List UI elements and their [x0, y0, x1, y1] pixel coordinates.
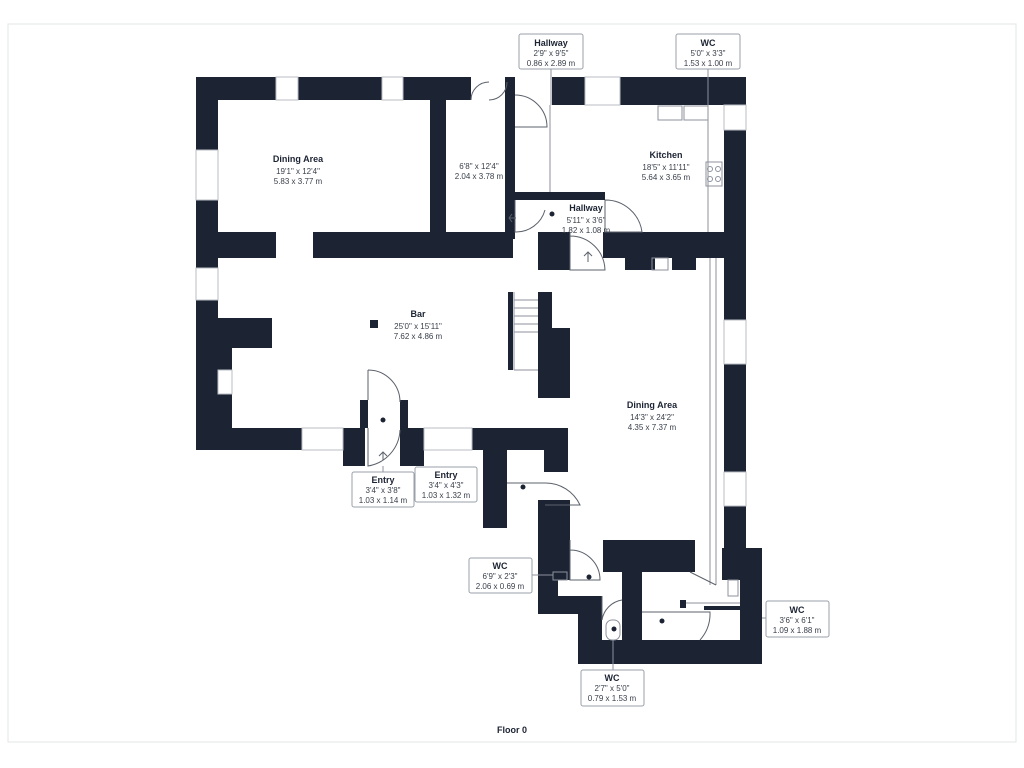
room-dim-imperial-bar: 25'0" x 15'11"	[394, 322, 442, 331]
callout-dim-metric-entry-1: 1.03 x 1.14 m	[359, 496, 408, 505]
callout-name-entry-2: Entry	[434, 470, 457, 480]
callout-name-wc-bottom: WC	[605, 673, 620, 683]
callout-name-wc-right: WC	[790, 605, 805, 615]
doors	[367, 81, 717, 641]
callout-dim-metric-wc-left: 2.06 x 0.69 m	[476, 582, 525, 591]
room-name-dining-right: Dining Area	[627, 400, 678, 410]
room-name-kitchen: Kitchen	[649, 150, 682, 160]
callout-dim-imperial-wc-right: 3'6" x 6'1"	[780, 616, 815, 625]
callout-dim-imperial-entry-1: 3'4" x 3'8"	[366, 486, 401, 495]
room-dim-imperial-hallway-inner: 5'11" x 3'6"	[567, 216, 606, 225]
callout-wc-bottom	[580, 669, 645, 707]
callout-entry-2	[414, 466, 478, 503]
callout-dim-imperial-entry-2: 3'4" x 4'3"	[429, 481, 464, 490]
callout-wc-left	[468, 557, 533, 594]
callout-dim-metric-wc-top: 1.53 x 1.00 m	[684, 59, 733, 68]
callout-dim-imperial-hallway-top: 2'9" x 9'5"	[534, 49, 569, 58]
sink-icon	[727, 579, 739, 597]
room-dim-metric-bar: 7.62 x 4.86 m	[394, 332, 443, 341]
callout-entry-1	[351, 471, 415, 508]
callout-dim-imperial-wc-left: 6'9" x 2'3"	[483, 572, 518, 581]
room-name-hallway-inner: Hallway	[569, 203, 603, 213]
callout-dim-metric-wc-bottom: 0.79 x 1.53 m	[588, 694, 637, 703]
room-dim-imperial-dining-left: 19'1" x 12'4"	[276, 167, 320, 176]
callouts: Hallway 2'9" x 9'5" 0.86 x 2.89 m WC 5'0…	[351, 33, 830, 707]
walls	[196, 77, 762, 664]
entry-markers	[378, 211, 665, 632]
room-dim-metric-hallway-inner: 1.82 x 1.08 m	[562, 226, 611, 235]
room-name-bar: Bar	[410, 309, 426, 319]
room-dim-imperial-kitchen: 18'5" x 11'11"	[642, 163, 689, 172]
callout-name-hallway-top: Hallway	[534, 38, 568, 48]
callout-dim-metric-hallway-top: 0.86 x 2.89 m	[527, 59, 576, 68]
callout-dim-imperial-wc-bottom: 2'7" x 5'0"	[595, 684, 630, 693]
column-marker	[370, 320, 378, 328]
room-dim-metric-kitchen: 5.64 x 3.65 m	[642, 173, 691, 182]
callout-wc-top	[675, 33, 741, 70]
callout-name-entry-1: Entry	[371, 475, 394, 485]
room-dim-imperial-dining-right: 14'3" x 24'2"	[630, 413, 674, 422]
plan-frame	[7, 23, 1017, 743]
callout-dim-metric-entry-2: 1.03 x 1.32 m	[422, 491, 471, 500]
callout-dim-metric-wc-right: 1.09 x 1.88 m	[773, 626, 822, 635]
room-dim-imperial-middle: 6'8" x 12'4"	[459, 162, 499, 171]
callout-name-wc-left: WC	[493, 561, 508, 571]
hob-icon	[705, 161, 723, 187]
callout-dim-imperial-wc-top: 5'0" x 3'3"	[691, 49, 726, 58]
stairs	[513, 292, 538, 371]
windows	[195, 76, 747, 507]
callout-hallway-top	[518, 33, 584, 70]
room-dim-metric-dining-left: 5.83 x 3.77 m	[274, 177, 323, 186]
floor-label: Floor 0	[497, 725, 527, 735]
callout-wc-right	[765, 600, 830, 638]
room-dim-metric-dining-right: 4.35 x 7.37 m	[628, 423, 677, 432]
callout-name-wc-top: WC	[701, 38, 716, 48]
room-name-dining-left: Dining Area	[273, 154, 324, 164]
room-labels: Dining Area 19'1" x 12'4" 5.83 x 3.77 m …	[273, 150, 691, 432]
room-dim-metric-middle: 2.04 x 3.78 m	[455, 172, 504, 181]
